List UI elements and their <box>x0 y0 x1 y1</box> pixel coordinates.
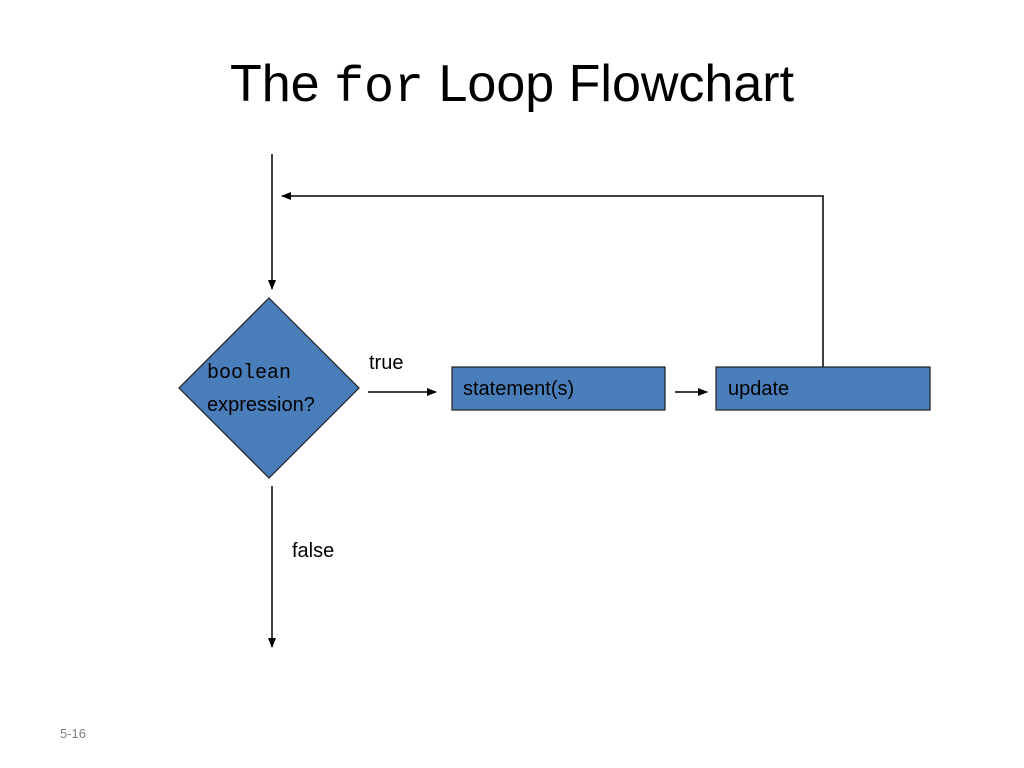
update-box <box>715 366 931 411</box>
true-label: true <box>369 352 404 374</box>
slide-title: The for Loop Flowchart <box>0 58 1024 114</box>
statement-box-label: statement(s) <box>463 378 575 400</box>
statement-box <box>451 366 666 411</box>
title-suffix: Loop Flowchart <box>438 55 795 113</box>
title-code-keyword: for <box>334 60 425 117</box>
slide-page-number: 5-16 <box>60 726 87 741</box>
false-label: false <box>292 540 335 562</box>
title-prefix: The <box>229 55 320 113</box>
decision-line-boolean: boolean <box>207 362 292 385</box>
loop-back-line <box>281 192 824 367</box>
decision-diamond <box>178 297 360 479</box>
decision-line-expression: expression? <box>207 394 315 416</box>
update-box-label: update <box>728 378 790 400</box>
